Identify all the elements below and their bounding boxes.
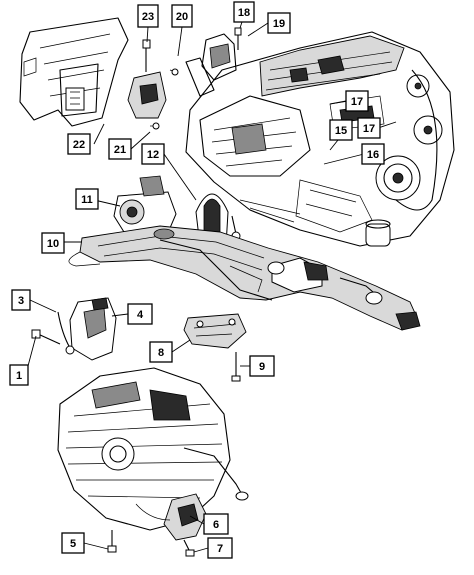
- callout-8: 8: [149, 341, 173, 363]
- callout-12-label: 12: [147, 149, 159, 161]
- callout-7: 7: [207, 537, 233, 559]
- callout-12: 12: [141, 143, 165, 165]
- callout-22: 22: [67, 133, 91, 155]
- callout-10-label: 10: [47, 238, 59, 250]
- callout-23: 23: [137, 4, 159, 28]
- callout-17-lower-label: 17: [363, 123, 375, 135]
- callout-6-label: 6: [213, 519, 219, 531]
- callout-16-label: 16: [367, 149, 379, 161]
- callout-5-label: 5: [70, 538, 76, 550]
- callout-6: 6: [203, 513, 229, 535]
- callout-3-label: 3: [18, 295, 24, 307]
- left-mount-illustration: [113, 175, 177, 233]
- transmission-illustration: [57, 367, 249, 557]
- callout-17-upper-label: 17: [351, 96, 363, 108]
- callout-5: 5: [61, 532, 85, 554]
- crossmember-illustration: [68, 225, 421, 331]
- callout-11-label: 11: [81, 194, 93, 206]
- callout-20: 20: [171, 4, 193, 28]
- upper-mount-illustration: [127, 27, 242, 130]
- callout-19-label: 19: [273, 18, 285, 30]
- callout-8-label: 8: [158, 347, 164, 359]
- callout-18-label: 18: [238, 7, 250, 19]
- callout-9: 9: [249, 355, 275, 377]
- callout-9-label: 9: [259, 361, 265, 373]
- callout-16: 16: [361, 143, 385, 165]
- callout-17-upper: 17: [345, 90, 369, 112]
- callout-18: 18: [233, 1, 255, 23]
- callout-19: 19: [267, 12, 291, 34]
- body-panel-illustration: [19, 17, 129, 127]
- callout-1: 1: [9, 364, 29, 386]
- callout-21-label: 21: [114, 144, 126, 156]
- callout-4-label: 4: [137, 309, 144, 321]
- heat-shield-illustration: [183, 313, 247, 382]
- callout-7-label: 7: [217, 543, 223, 555]
- callout-15-label: 15: [335, 125, 347, 137]
- callout-23-label: 23: [142, 11, 154, 23]
- callout-21: 21: [108, 138, 132, 160]
- callout-15: 15: [329, 119, 353, 141]
- callout-4: 4: [127, 303, 153, 325]
- callout-22-label: 22: [73, 139, 85, 151]
- callout-3: 3: [11, 289, 31, 311]
- transmission-mount-bracket-illustration: [31, 297, 117, 361]
- callout-20-label: 20: [176, 11, 188, 23]
- callout-11: 11: [75, 188, 99, 210]
- callout-17-lower: 17: [357, 117, 381, 139]
- engine-illustration: [185, 31, 455, 247]
- callout-1-label: 1: [16, 370, 22, 382]
- callout-10: 10: [41, 232, 65, 254]
